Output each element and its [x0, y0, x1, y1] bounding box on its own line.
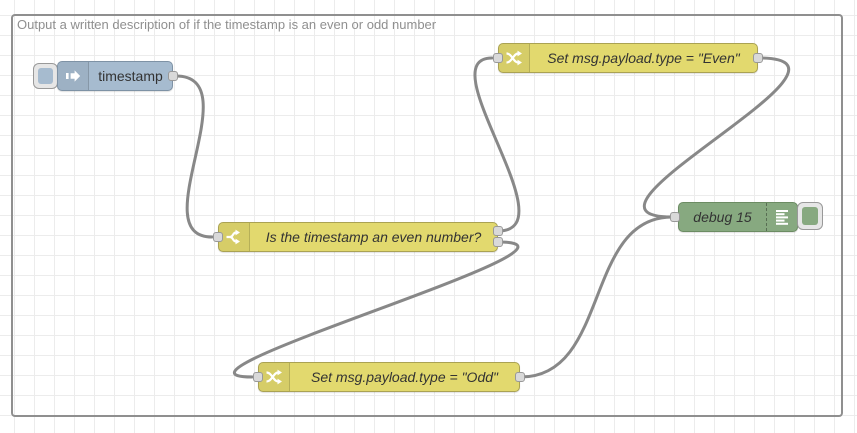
switch-fork-icon [219, 223, 250, 251]
port-inject-output[interactable] [168, 71, 178, 81]
node-label: debug 15 [693, 209, 752, 225]
node-label: timestamp [98, 68, 163, 84]
node-debug-15[interactable]: debug 15 [678, 202, 798, 232]
wire-switch-to-change-odd[interactable] [232, 240, 520, 379]
node-label: Set msg.payload.type = "Even" [547, 50, 740, 66]
group-label: Output a written description of if the t… [17, 17, 437, 32]
node-change-odd[interactable]: Set msg.payload.type = "Odd" [258, 362, 520, 392]
port-debug-input[interactable] [670, 212, 680, 222]
wire-switch-to-change-even[interactable] [473, 56, 521, 233]
wire-change-odd-to-debug[interactable] [519, 215, 674, 379]
port-change-even-output[interactable] [753, 53, 763, 63]
node-label: Set msg.payload.type = "Odd" [311, 369, 498, 385]
node-switch-even-check[interactable]: Is the timestamp an even number? [218, 222, 498, 252]
port-switch-input[interactable] [213, 232, 223, 242]
inject-trigger-button[interactable] [33, 63, 58, 89]
port-switch-output-1[interactable] [493, 226, 503, 236]
port-change-odd-output[interactable] [515, 372, 525, 382]
change-shuffle-icon [259, 363, 290, 391]
port-change-even-input[interactable] [493, 53, 503, 63]
wire-change-even-to-debug[interactable] [642, 56, 791, 219]
node-change-even[interactable]: Set msg.payload.type = "Even" [498, 43, 758, 73]
change-shuffle-icon [499, 44, 530, 72]
port-change-odd-input[interactable] [253, 372, 263, 382]
node-inject-timestamp[interactable]: timestamp [57, 61, 173, 91]
inject-trigger-button-face [38, 68, 53, 84]
inject-arrow-icon [58, 62, 89, 90]
debug-toggle-button[interactable] [797, 202, 823, 230]
group-outline[interactable]: Output a written description of if the t… [11, 14, 843, 417]
wire-inject-to-switch[interactable] [174, 74, 214, 239]
debug-toggle-button-face [802, 207, 818, 225]
node-label: Is the timestamp an even number? [265, 229, 482, 245]
debug-list-icon [766, 203, 797, 231]
port-switch-output-2[interactable] [493, 237, 503, 247]
